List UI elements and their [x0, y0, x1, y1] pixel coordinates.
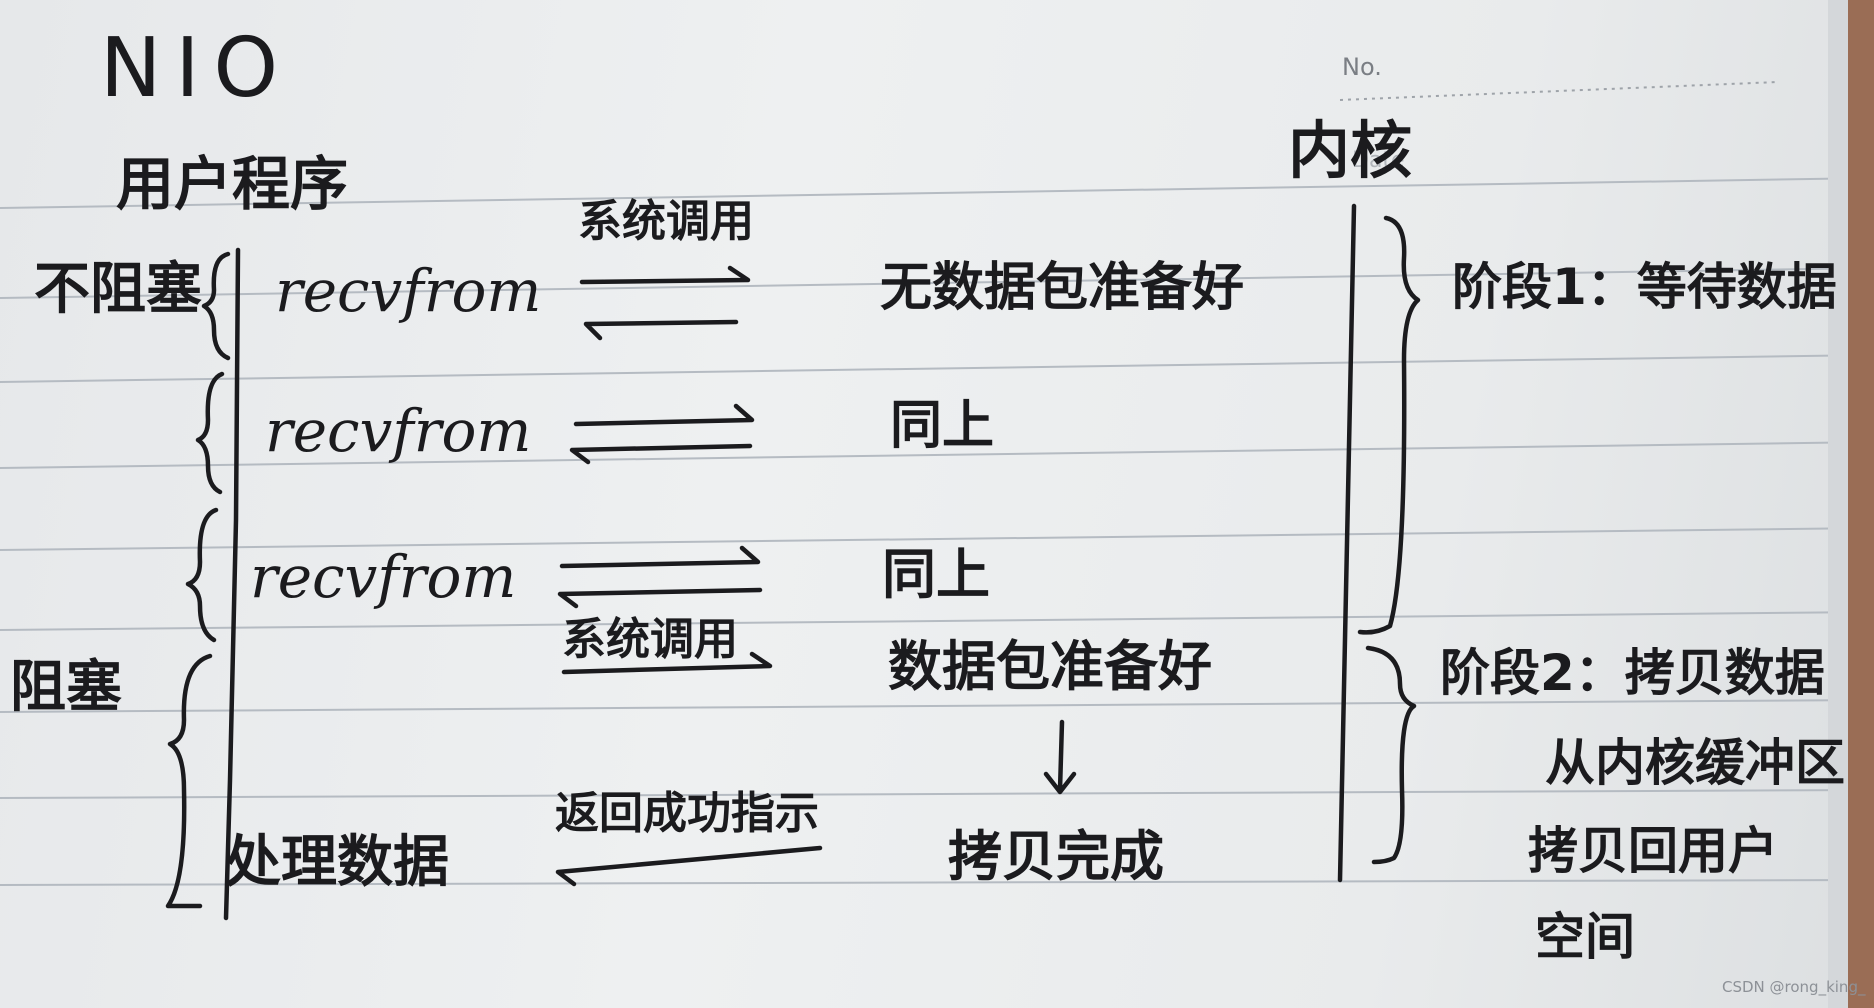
user-timeline-line [223, 247, 241, 921]
diagram-title: NIO [100, 21, 293, 116]
kernel-state-no-data: 无数据包准备好 [880, 258, 1245, 318]
kernel-state-same-1: 同上 [890, 396, 995, 456]
bracket-stage-2 [1365, 645, 1417, 865]
notebook-no-label: No. [1342, 53, 1382, 81]
kernel-state-same-2: 同上 [882, 543, 990, 606]
bracket-nonblock-3 [185, 507, 219, 643]
user-program-heading: 用户程序 [116, 150, 349, 218]
arrow-syscall-4 [561, 651, 773, 675]
arrow-syscall-1 [579, 265, 751, 285]
user-call-recvfrom-1: recvfrom [275, 257, 542, 325]
arrow-return-3 [557, 587, 763, 609]
arrow-label-syscall-bottom: 系统调用 [562, 614, 738, 665]
stage-2-detail-line-2: 拷贝回用户 [1528, 822, 1778, 880]
bracket-nonblock-1 [201, 251, 231, 361]
stage-2-detail-line-3: 空间 [1535, 908, 1635, 966]
user-call-recvfrom-3: recvfrom [250, 543, 517, 611]
kernel-state-copy-done: 拷贝完成 [948, 825, 1164, 888]
arrow-label-return-success: 返回成功指示 [555, 788, 819, 839]
bracket-block [165, 653, 213, 909]
arrow-syscall-2 [573, 403, 755, 427]
arrow-label-syscall-top: 系统调用 [578, 196, 754, 247]
kernel-timeline-line [1337, 203, 1357, 883]
user-process-data: 处理数据 [225, 830, 449, 895]
arrow-down-to-copy [1043, 719, 1077, 795]
stage-2-detail-line-1: 从内核缓冲区 [1545, 734, 1845, 792]
stage-1-label: 阶段1：等待数据 [1452, 258, 1837, 316]
notebook-date-label: Date [1352, 148, 1405, 173]
arrow-syscall-3 [559, 545, 761, 569]
blocking-label: 阻塞 [10, 655, 122, 720]
arrow-return-2 [569, 443, 753, 465]
kernel-state-data-ready: 数据包准备好 [888, 635, 1212, 698]
bracket-nonblock-2 [195, 371, 225, 495]
stage-2-label: 阶段2：拷贝数据 [1440, 644, 1825, 702]
user-call-recvfrom-2: recvfrom [265, 397, 532, 465]
csdn-watermark: CSDN @rong_king_ [1722, 978, 1866, 996]
kernel-heading: 内核 [1288, 114, 1413, 187]
nonblocking-label: 不阻塞 [34, 257, 202, 322]
arrow-return-success [555, 845, 823, 887]
bracket-stage-1 [1357, 215, 1421, 635]
arrow-return-1 [583, 319, 739, 341]
